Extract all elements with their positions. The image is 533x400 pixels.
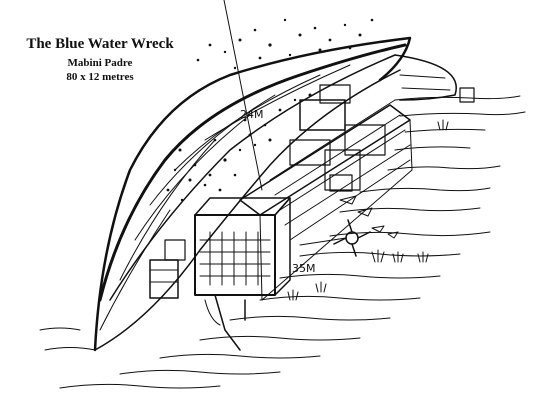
diagram-dimensions: 80 x 12 metres <box>66 71 134 83</box>
diagram-title: The Blue Water Wreck <box>26 36 174 52</box>
depth-label-24m: 24M <box>240 108 264 121</box>
diagram-subtitle: Mabini Padre <box>67 57 133 69</box>
superstructure <box>149 84 449 351</box>
seabed-lines <box>39 95 526 389</box>
depth-label-35m: 35M <box>292 262 316 275</box>
marine-growth <box>166 18 374 202</box>
hull <box>93 36 475 352</box>
dive-line <box>223 0 263 191</box>
title-block: The Blue Water Wreck Mabini Padre 80 x 1… <box>0 36 200 83</box>
